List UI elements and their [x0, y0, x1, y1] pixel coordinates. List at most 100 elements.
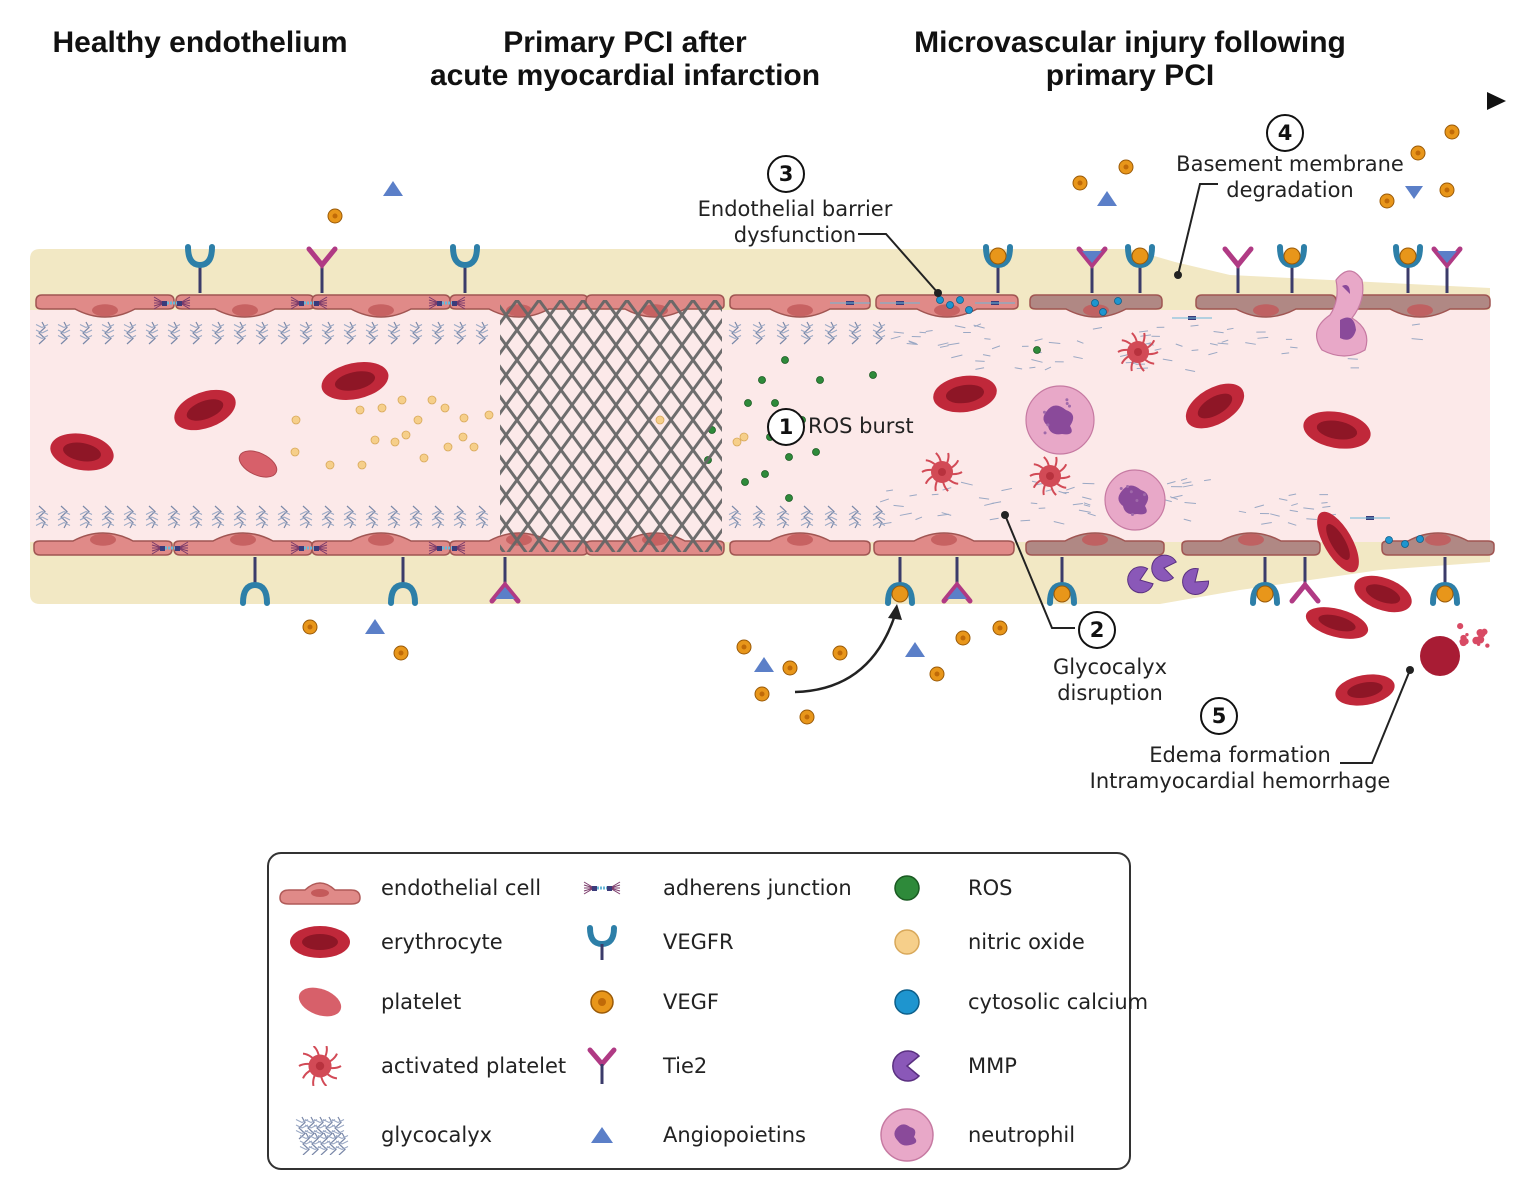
glycocalyx-tuft [189, 505, 203, 529]
calcium-particle [1091, 299, 1099, 307]
calcium-particle [1099, 308, 1107, 316]
glycocalyx-fragment [1209, 342, 1218, 346]
glycocalyx-tuft [728, 505, 742, 529]
legend-item-vegf: VEGF [557, 982, 719, 1022]
vegfr-receptor [983, 244, 1013, 293]
calcium-particle [1385, 536, 1393, 544]
erythrocyte [174, 389, 236, 431]
glycocalyx-tuft [167, 505, 181, 529]
legend-item-endothelial-cell: endothelial cell [275, 868, 541, 908]
erythrocyte [321, 362, 389, 400]
glycocalyx-fragment [941, 512, 952, 516]
nitric-oxide-particle [739, 432, 749, 442]
glycocalyx-fragment [1288, 493, 1297, 496]
glycocalyx-fragment [1183, 518, 1192, 522]
legend-item-cytosolic-calcium: cytosolic calcium [862, 982, 1148, 1022]
angiopoietin-particle [365, 619, 385, 634]
glycocalyx-fragment [984, 502, 995, 506]
glycocalyx-tuft [387, 505, 401, 529]
glycocalyx-fragment [1083, 502, 1091, 506]
nitric-oxide-particle [459, 413, 469, 423]
ros-particle [771, 399, 779, 407]
endothelial-cell [729, 294, 871, 318]
glycocalyx-tuft [431, 321, 445, 345]
glycocalyx-fragment [1029, 366, 1036, 369]
legend-label-angiopoietin: Angiopoietins [663, 1123, 806, 1147]
glycocalyx-fragment [1411, 323, 1420, 326]
glycocalyx-fragment [890, 335, 901, 340]
step-1-line-1: ROS burst [808, 414, 914, 438]
glycocalyx-fragment [1162, 358, 1173, 362]
legend-item-adherens-junction: adherens junction [557, 868, 852, 908]
glycocalyx-tuft [189, 321, 203, 345]
glycocalyx-tuft [211, 321, 225, 345]
mmp-particle [1127, 566, 1154, 594]
nitric-oxide-particle [732, 437, 742, 447]
nitric-oxide-particle [290, 447, 300, 457]
glycocalyx-fragment [1290, 346, 1298, 349]
angiopoietin-particle [1405, 186, 1423, 199]
glycocalyx-tuft [431, 505, 445, 529]
glycocalyx-tuft [295, 1116, 309, 1140]
glycocalyx-fragment [982, 354, 991, 357]
glycocalyx-fragment [908, 340, 917, 345]
glycocalyx-fragment [1278, 498, 1288, 501]
legend-label-vegf: VEGF [663, 990, 719, 1014]
adherens-junction [428, 296, 466, 310]
legend-label-activated-platelet: activated platelet [381, 1054, 567, 1078]
endothelial-cell [729, 532, 871, 556]
vegf-particle [1444, 124, 1460, 140]
damaged-junction [1172, 316, 1212, 320]
vegf-particle [992, 620, 1008, 636]
vegf-particle [327, 208, 343, 224]
vegfr-receptor [450, 244, 480, 293]
legend-label-endothelial-cell: endothelial cell [381, 876, 542, 900]
glycocalyx-fragment [1082, 496, 1092, 500]
step-1-number: 1 [767, 408, 805, 446]
endothelial-cell-icon [279, 882, 361, 905]
glycocalyx-fragment [909, 494, 917, 497]
ros-particle [761, 470, 769, 478]
glycocalyx-fragment [1270, 513, 1280, 517]
glycocalyx-fragment [1204, 479, 1211, 482]
step-2-line-1: Glycocalyx [1052, 655, 1168, 679]
glycocalyx-fragment [1185, 369, 1196, 373]
nitric-oxide-particle [357, 460, 367, 470]
glycocalyx-fragment [1020, 519, 1031, 522]
glycocalyx-fragment [1208, 351, 1218, 356]
stage-title-ppci-line2: acute myocardial infarction [429, 59, 821, 92]
calcium-particle [936, 296, 944, 304]
glycocalyx-tuft [848, 321, 862, 345]
glycocalyx-tuft [331, 1116, 345, 1140]
glycocalyx-fragment [954, 325, 966, 329]
stage-title-ppci-line1: Primary PCI after [503, 26, 747, 59]
vegf-particle [782, 660, 798, 676]
vegf-particle [302, 619, 318, 635]
glycocalyx-tuft [277, 505, 291, 529]
glycocalyx-fragment [1184, 501, 1197, 505]
glycocalyx-fragment [1171, 494, 1183, 499]
legend-label-ros: ROS [968, 876, 1013, 900]
nitric-oxide-particle [458, 432, 468, 442]
glycocalyx-fragment [1411, 338, 1423, 341]
glycocalyx-fragment [1072, 502, 1083, 506]
glycocalyx-tuft [475, 321, 489, 345]
glycocalyx-fragment [1073, 356, 1083, 360]
ros-particle [785, 453, 793, 461]
glycocalyx-fragment [1139, 330, 1149, 333]
glycocalyx-tuft [776, 321, 790, 345]
glycocalyx-tuft [848, 505, 862, 529]
glycocalyx-fragment [1321, 501, 1328, 504]
nitric-oxide-particle [419, 453, 429, 463]
legend-item-activated-platelet: activated platelet [275, 1046, 566, 1086]
calcium-particle [946, 301, 954, 309]
ros-particle [869, 371, 877, 379]
glycocalyx-tuft [321, 505, 335, 529]
glycocalyx-fragment [893, 504, 904, 508]
glycocalyx-fragment [1190, 324, 1199, 327]
neutrophil-icon [880, 1108, 934, 1162]
legend: endothelial cell erythrocyte platelet ac… [267, 852, 1148, 1170]
glycocalyx-tuft [409, 505, 423, 529]
glycocalyx-fragment [939, 345, 949, 348]
step-4-number: 4 [1266, 114, 1304, 152]
